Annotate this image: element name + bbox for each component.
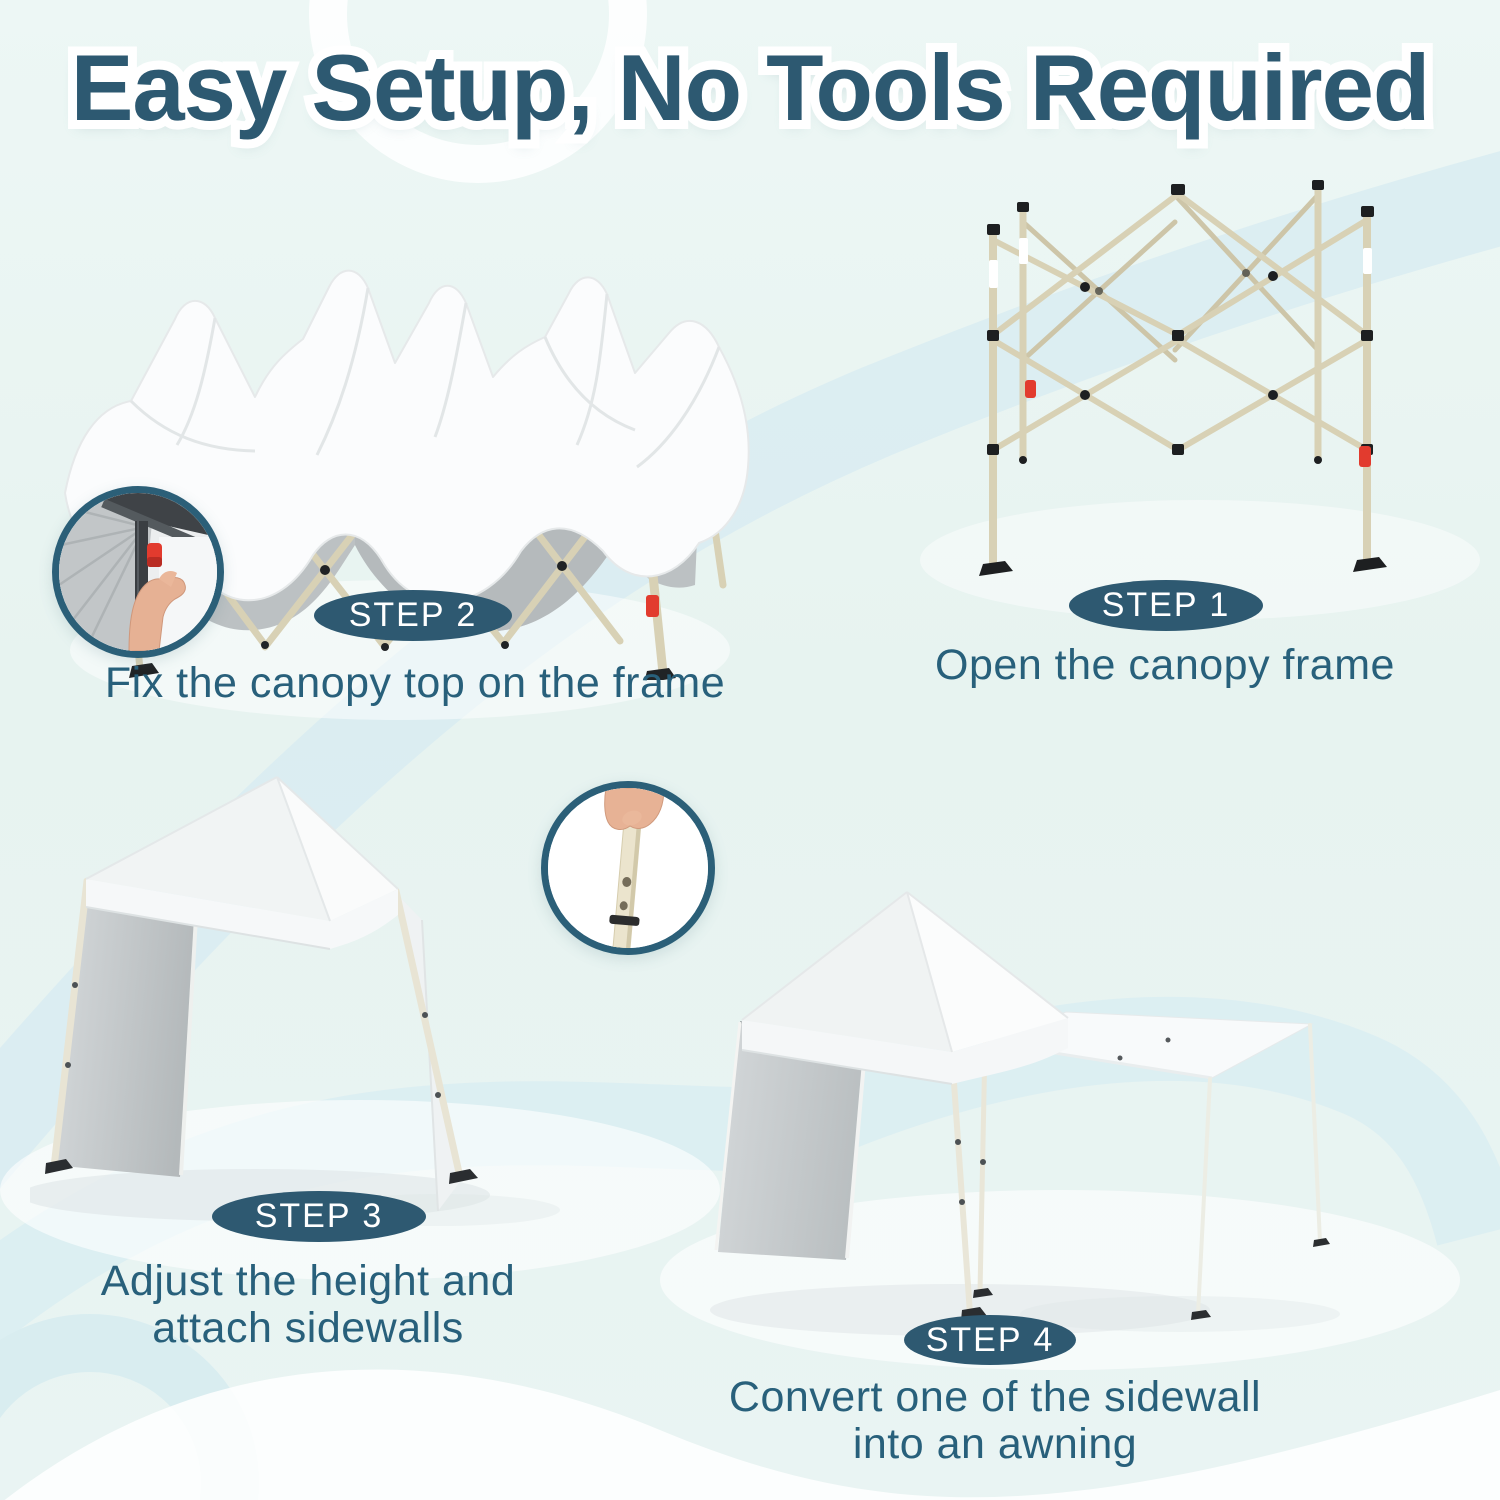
step-3-caption-line1: Adjust the height and [100, 1257, 516, 1305]
awning-pole-foot-2 [1313, 1238, 1330, 1247]
inset-hand-fixing-canopy [52, 486, 224, 658]
step-4-badge-label: STEP 4 [925, 1320, 1055, 1359]
step-4-badge: STEP 4 [904, 1315, 1076, 1365]
ground-shadow [710, 1284, 1210, 1336]
step-2-caption: Fix the canopy top on the frame [104, 659, 726, 707]
step-3-badge: STEP 3 [212, 1191, 426, 1242]
leg-sleeves [989, 238, 1372, 288]
hand-fixing-canopy-clip-icon [59, 493, 217, 651]
step-4-caption-line2: into an awning [852, 1420, 1138, 1469]
leg-clips-and-feet [45, 982, 478, 1184]
step-4-caption-line1: Convert one of the sidewall [728, 1373, 1262, 1421]
canopy [85, 776, 399, 950]
step-3-badge-label: STEP 3 [254, 1197, 384, 1235]
step-2-badge-label: STEP 2 [348, 596, 478, 634]
white-canopy-crown [64, 269, 750, 603]
red-levers [1025, 380, 1371, 467]
tent-legs [50, 877, 464, 1181]
ground-glow-2 [920, 500, 1480, 620]
canopy [741, 891, 1069, 1085]
tent-with-awning-image [710, 891, 1340, 1336]
inset-hand-adjusting-leg [541, 781, 715, 955]
white-sidewall [396, 893, 462, 1212]
page-title-text: Easy Setup, No Tools Required [70, 35, 1431, 140]
awning-pole-foot-1 [1191, 1310, 1211, 1320]
step-1-caption: Open the canopy frame [935, 641, 1395, 689]
front-truss [990, 191, 1370, 453]
frame-joints [979, 180, 1387, 576]
step-4-caption: Convert one of the sidewall into an awni… [680, 1373, 1310, 1469]
gray-sidewall [52, 882, 198, 1177]
decor-white-wave [4, 1369, 1500, 1500]
tent-legs [949, 1040, 988, 1317]
hand-adjusting-leg-height-icon [548, 788, 708, 948]
gray-sidewall [714, 1021, 867, 1260]
step-1-badge-label: STEP 1 [1101, 586, 1231, 624]
step-3-caption: Adjust the height and attach sidewalls [33, 1257, 583, 1353]
awning-poles [1196, 1023, 1322, 1316]
ground-shadow-2 [1020, 1296, 1340, 1332]
open-canopy-frame-image [979, 180, 1387, 576]
decor-ring-top [309, 0, 647, 183]
step-3-caption-line2: attach sidewalls [152, 1304, 464, 1353]
page-title-outline: Easy Setup, No Tools Required [62, 26, 1440, 149]
step-2-badge: STEP 2 [314, 590, 512, 641]
step-1-badge: STEP 1 [1069, 580, 1263, 631]
page-title: Easy Setup, No Tools Required Easy Setup… [0, 26, 1500, 174]
